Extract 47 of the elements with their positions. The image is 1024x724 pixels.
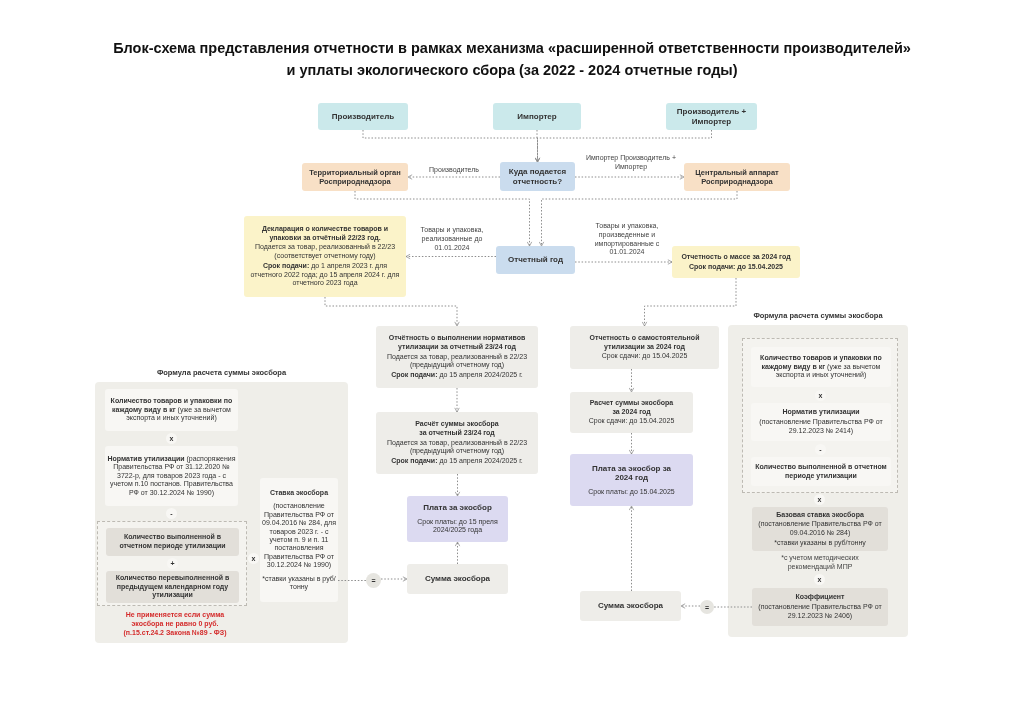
connector-line (337, 580, 367, 581)
process-box (407, 496, 508, 542)
formula-box (260, 478, 338, 602)
connector-arrow (380, 576, 408, 582)
process-box (496, 246, 575, 274)
dashed-frame (97, 521, 247, 606)
process-box (493, 103, 581, 130)
box-label: Отчетный год (508, 255, 563, 265)
connector-line (713, 606, 753, 608)
dashed-frame (742, 338, 898, 493)
connector-arrow (454, 473, 461, 497)
connector-arrow (534, 129, 541, 163)
process-box (302, 163, 408, 191)
box-label: Сумма экосбора (424, 574, 491, 584)
connector-arrow (454, 541, 461, 565)
connector-arrow (354, 190, 533, 247)
connector-arrow (534, 129, 712, 163)
process-box (684, 163, 790, 191)
process-box (580, 591, 681, 621)
connector-arrow (407, 174, 501, 180)
box-label: Производитель (331, 111, 395, 122)
formula-box (752, 588, 888, 626)
box-label: Производитель + Импортер (675, 106, 748, 127)
connector-arrow (454, 387, 460, 413)
connector-arrow (680, 603, 701, 609)
process-box (376, 326, 538, 388)
diagram-title: Блок-схема представления отчетности в рамках механизма «расширенной ответственности производителей» и уплаты экологического сбора (за 2022 - 2024 отчетные годы) (112, 39, 912, 80)
process-box (570, 454, 693, 506)
connector-arrow (324, 296, 460, 327)
connector-arrow (538, 190, 738, 247)
process-box (244, 216, 406, 297)
box-title: Плата за экосбор за 2024 год (590, 463, 673, 483)
connector-arrow (628, 505, 635, 592)
box-title: Плата за экосбор (423, 502, 492, 513)
process-box (672, 246, 800, 278)
process-box (570, 326, 719, 369)
process-box (570, 392, 693, 433)
process-box (666, 103, 757, 130)
box-label: Импортер (517, 111, 557, 122)
connector-arrow (574, 174, 685, 180)
process-box (500, 162, 575, 191)
process-box (318, 103, 408, 130)
process-box (407, 564, 508, 594)
connector-arrow (628, 368, 635, 393)
box-label: Куда подается отчетность? (507, 166, 568, 187)
box-label: Сумма экосбора (597, 601, 664, 611)
process-box (376, 412, 538, 474)
